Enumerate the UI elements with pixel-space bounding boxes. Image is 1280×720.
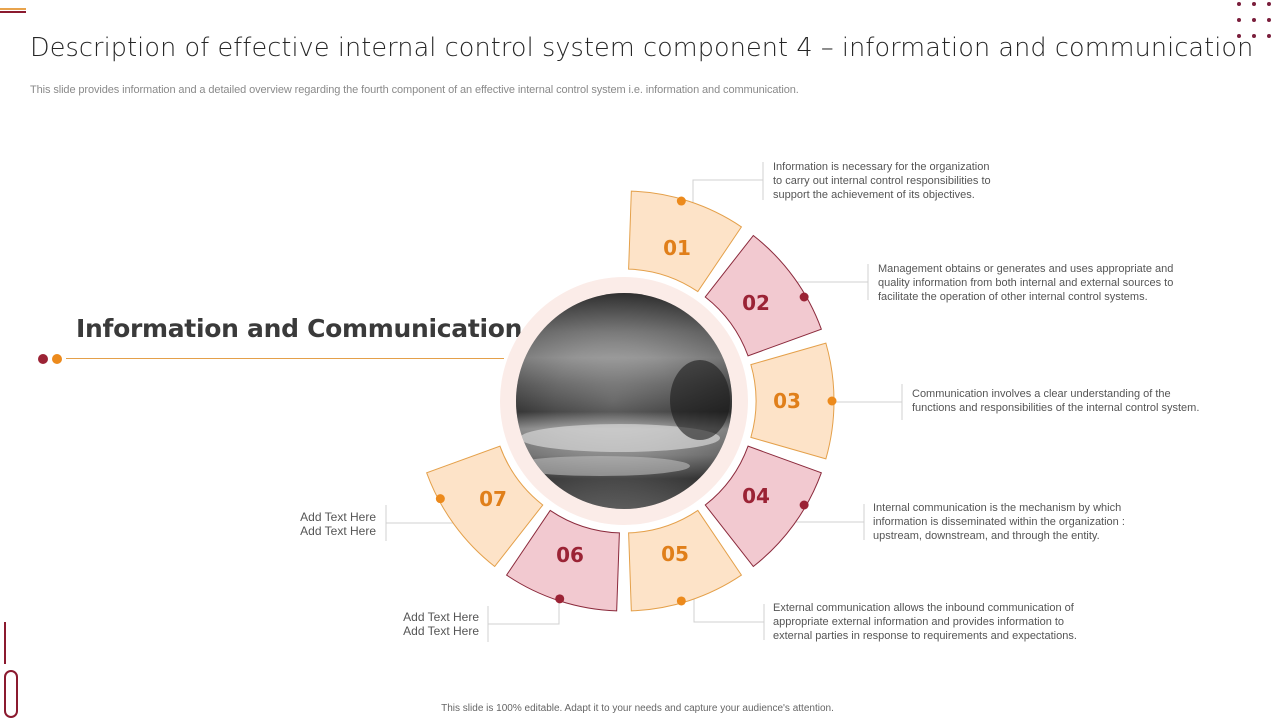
accent-line-maroon xyxy=(0,11,26,13)
section-underline xyxy=(66,358,504,359)
description-03: Communication involves a clear understan… xyxy=(912,388,1200,414)
description-04: Internal communication is the mechanism … xyxy=(873,502,1125,542)
bullet-dot-orange xyxy=(52,354,62,364)
accent-line-orange xyxy=(0,8,26,10)
marker-dot-04 xyxy=(799,500,809,510)
marker-dot-03 xyxy=(827,396,837,406)
bullet-dot-maroon xyxy=(38,354,48,364)
segment-01 xyxy=(628,190,743,293)
decorative-left-bar xyxy=(4,622,6,664)
decorative-dot-grid xyxy=(1237,2,1274,38)
segment-07 xyxy=(426,445,544,568)
corner-accent-lines xyxy=(0,8,26,14)
segment-02 xyxy=(704,234,822,357)
marker-dot-02 xyxy=(799,292,809,302)
page-subtitle: This slide provides information and a de… xyxy=(30,84,799,96)
segment-06 xyxy=(505,509,620,612)
marker-dot-01 xyxy=(676,196,686,206)
decorative-left-pill xyxy=(4,670,18,718)
description-02: Management obtains or generates and uses… xyxy=(878,263,1174,303)
section-title: Information and Communication xyxy=(76,314,523,343)
description-01: Information is necessary for the organiz… xyxy=(773,161,991,201)
connector-lines xyxy=(385,162,903,642)
footer-note: This slide is 100% editable. Adapt it to… xyxy=(441,703,834,714)
marker-dot-06 xyxy=(555,594,565,604)
marker-dot-05 xyxy=(676,596,686,606)
center-photo xyxy=(516,293,732,509)
segment-03 xyxy=(750,342,835,460)
description-05: External communication allows the inboun… xyxy=(773,602,1077,642)
page-title: Description of effective internal contro… xyxy=(30,33,1254,63)
segment-04 xyxy=(704,445,822,568)
marker-dot-07 xyxy=(435,494,445,504)
segment-05 xyxy=(628,509,743,612)
